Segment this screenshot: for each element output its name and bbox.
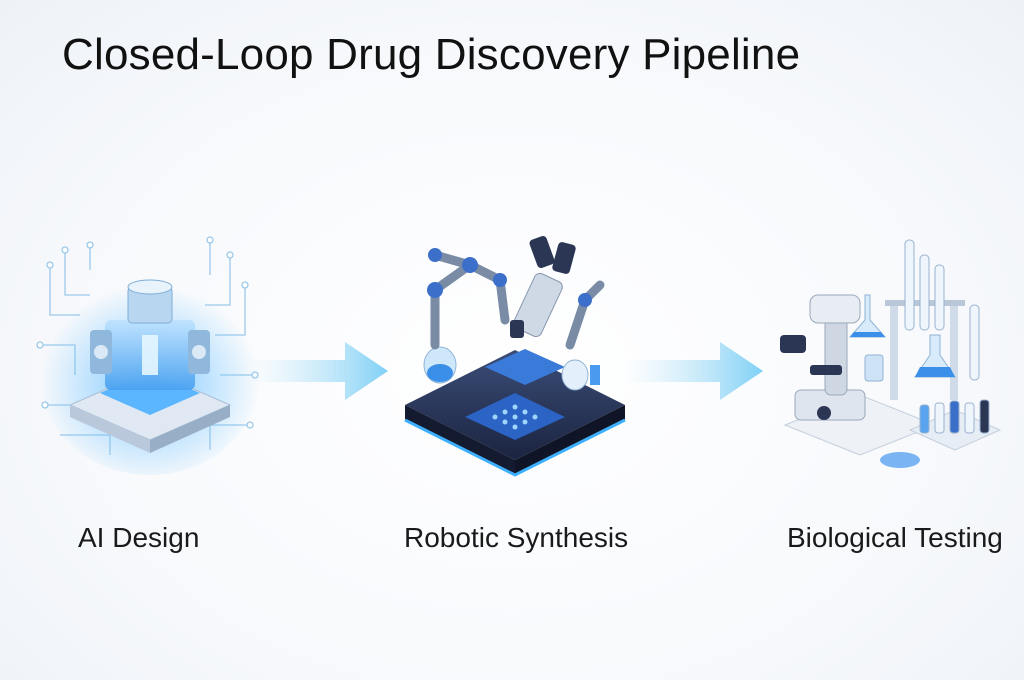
biological-testing-illustration	[770, 225, 1010, 495]
ai-design-illustration	[30, 225, 270, 495]
arrow-right-icon	[250, 342, 388, 400]
step-label-robotic-synthesis: Robotic Synthesis	[404, 522, 629, 553]
arrow-right-icon	[625, 342, 763, 400]
robotic-arm-icon	[404, 235, 626, 477]
flow-arrow-1	[250, 340, 390, 407]
microscope-lab-icon	[780, 239, 1002, 468]
step-label-ai-design: AI Design	[78, 522, 200, 553]
robotic-synthesis-illustration	[395, 225, 635, 495]
ai-chip-icon	[36, 236, 260, 475]
step-label-biological-testing: Biological Testing	[787, 522, 1003, 553]
flow-arrow-2	[625, 340, 765, 407]
diagram-title: Closed-Loop Drug Discovery Pipeline	[62, 30, 801, 79]
